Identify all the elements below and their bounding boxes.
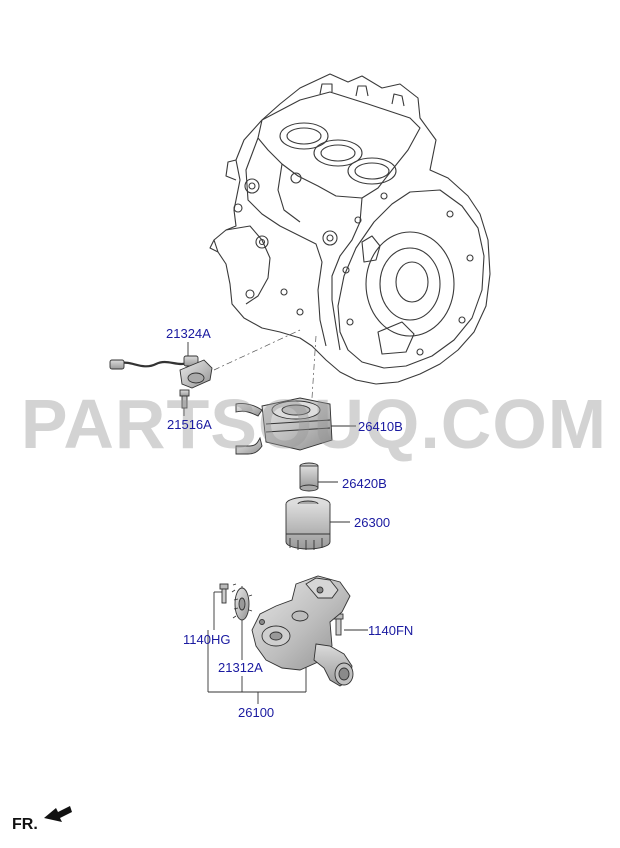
label-1140fn[interactable]: 1140FN bbox=[368, 623, 414, 638]
label-26100[interactable]: 26100 bbox=[238, 705, 275, 720]
oil-cooler[interactable] bbox=[235, 397, 333, 455]
sprocket[interactable] bbox=[231, 583, 253, 621]
cooler-fitting[interactable] bbox=[299, 462, 319, 492]
label-26410b[interactable]: 26410B bbox=[358, 419, 403, 434]
oil-pump-assembly[interactable] bbox=[251, 575, 354, 687]
bolt-1140hg[interactable] bbox=[219, 583, 229, 604]
front-direction-arrow-icon bbox=[44, 806, 72, 822]
engine-block bbox=[209, 73, 491, 385]
sensor-assembly[interactable] bbox=[109, 355, 213, 389]
front-direction-label: FR. bbox=[12, 816, 38, 833]
label-1140hg[interactable]: 1140HG bbox=[183, 632, 231, 647]
label-21516a[interactable]: 21516A bbox=[167, 417, 212, 432]
label-26420b[interactable]: 26420B bbox=[342, 476, 387, 491]
label-26300[interactable]: 26300 bbox=[354, 515, 391, 530]
center-lines bbox=[213, 329, 317, 399]
sensor-bolt[interactable] bbox=[179, 389, 190, 409]
oil-filter[interactable] bbox=[285, 496, 331, 550]
label-21324a[interactable]: 21324A bbox=[166, 326, 211, 341]
label-21312a[interactable]: 21312A bbox=[218, 660, 263, 675]
